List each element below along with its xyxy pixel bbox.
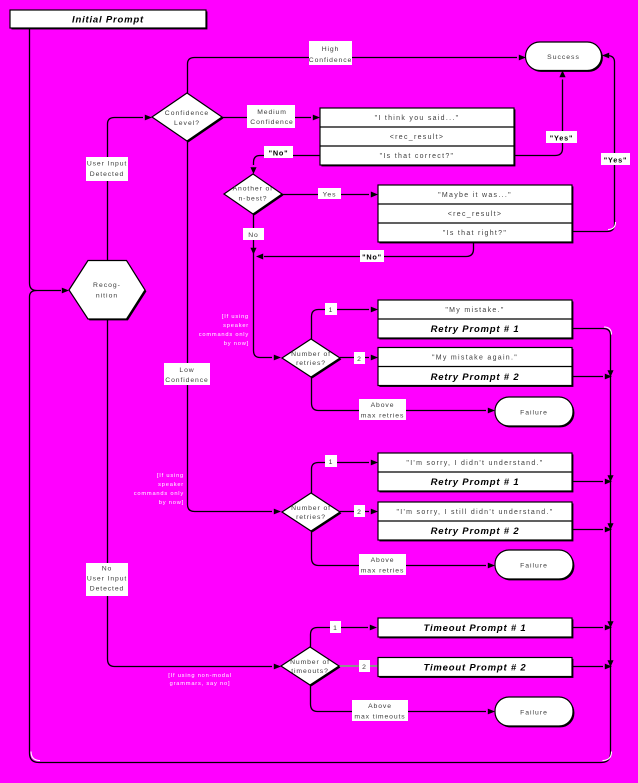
svg-text:User Input: User Input (87, 161, 127, 168)
svg-text:2: 2 (357, 509, 362, 516)
svg-text:[If using: [If using (157, 473, 184, 479)
svg-text:max timeouts: max timeouts (354, 714, 405, 721)
svg-text:Timeout Prompt # 2: Timeout Prompt # 2 (424, 663, 527, 674)
svg-text:max retries: max retries (361, 413, 405, 420)
svg-text:"My mistake again.": "My mistake again." (432, 355, 518, 362)
svg-text:Initial Prompt: Initial Prompt (72, 15, 144, 26)
svg-text:Retry Prompt # 2: Retry Prompt # 2 (431, 372, 520, 383)
svg-text:Detected: Detected (90, 171, 124, 178)
svg-text:commands only: commands only (199, 332, 249, 338)
svg-text:Yes: Yes (323, 192, 337, 199)
svg-text:Detected: Detected (90, 586, 124, 593)
svg-text:speaker: speaker (158, 482, 184, 488)
svg-text:Number of: Number of (290, 659, 330, 666)
svg-text:Number of: Number of (291, 351, 331, 358)
svg-text:2: 2 (362, 664, 367, 671)
svg-text:"No": "No" (269, 149, 289, 158)
svg-text:"Is that right?": "Is that right?" (443, 230, 507, 237)
svg-text:n-best?: n-best? (239, 196, 268, 203)
svg-text:Confidence: Confidence (309, 57, 352, 64)
svg-text:Retry Prompt # 1: Retry Prompt # 1 (431, 324, 520, 335)
svg-text:Success: Success (547, 54, 580, 61)
svg-text:"I'm sorry, I still didn't un: "I'm sorry, I still didn't understand." (396, 509, 553, 516)
svg-text:[If using non-modal: [If using non-modal (168, 673, 232, 679)
svg-text:Timeout Prompt # 1: Timeout Prompt # 1 (424, 623, 527, 634)
svg-text:"No": "No" (362, 253, 382, 262)
svg-text:"My mistake.": "My mistake." (445, 307, 504, 314)
svg-text:User Input: User Input (87, 576, 127, 583)
svg-text:No: No (102, 566, 113, 573)
svg-text:<rec_result>: <rec_result> (448, 211, 503, 218)
svg-text:grammars, say no]: grammars, say no] (170, 681, 231, 687)
svg-text:Retry Prompt # 2: Retry Prompt # 2 (431, 526, 520, 537)
svg-text:Number of: Number of (291, 505, 331, 512)
svg-text:"Is that correct?": "Is that correct?" (380, 153, 455, 160)
svg-text:by now]: by now] (224, 341, 249, 347)
svg-text:"Yes": "Yes" (604, 156, 628, 165)
svg-text:Low: Low (179, 367, 194, 374)
svg-text:"I think you said...": "I think you said..." (375, 115, 460, 122)
svg-text:retries?: retries? (296, 514, 326, 521)
svg-text:"I'm sorry, I didn't understa: "I'm sorry, I didn't understand." (406, 460, 543, 467)
svg-text:Above: Above (371, 557, 395, 564)
svg-text:2: 2 (357, 356, 362, 363)
svg-text:retries?: retries? (296, 360, 326, 367)
svg-text:max retries: max retries (361, 568, 405, 575)
svg-text:speaker: speaker (223, 323, 249, 329)
svg-text:Recog-: Recog- (93, 282, 121, 289)
svg-text:High: High (322, 46, 340, 53)
svg-text:Retry Prompt # 1: Retry Prompt # 1 (431, 477, 520, 488)
svg-text:Another or: Another or (233, 186, 274, 193)
svg-text:Confidence: Confidence (250, 119, 293, 126)
svg-text:Medium: Medium (257, 109, 287, 116)
svg-text:nition: nition (96, 293, 118, 300)
svg-text:<rec_result>: <rec_result> (390, 134, 445, 141)
svg-text:[If using: [If using (222, 314, 249, 320)
svg-text:Failure: Failure (520, 563, 548, 570)
svg-text:1: 1 (329, 459, 334, 466)
svg-text:Level?: Level? (174, 120, 200, 127)
svg-text:Confidence: Confidence (165, 110, 209, 117)
svg-text:by now]: by now] (159, 500, 184, 506)
svg-text:Failure: Failure (520, 710, 548, 717)
svg-text:1: 1 (333, 625, 338, 632)
svg-text:Confidence: Confidence (165, 377, 208, 384)
svg-text:No: No (248, 232, 259, 239)
svg-text:commands only: commands only (134, 491, 184, 497)
svg-text:"Maybe it was...": "Maybe it was..." (438, 192, 512, 199)
svg-text:timeouts?: timeouts? (291, 668, 329, 675)
svg-text:"Yes": "Yes" (550, 134, 574, 143)
svg-text:Failure: Failure (520, 410, 548, 417)
svg-text:Above: Above (368, 703, 392, 710)
svg-text:1: 1 (329, 307, 334, 314)
svg-text:Above: Above (371, 402, 395, 409)
